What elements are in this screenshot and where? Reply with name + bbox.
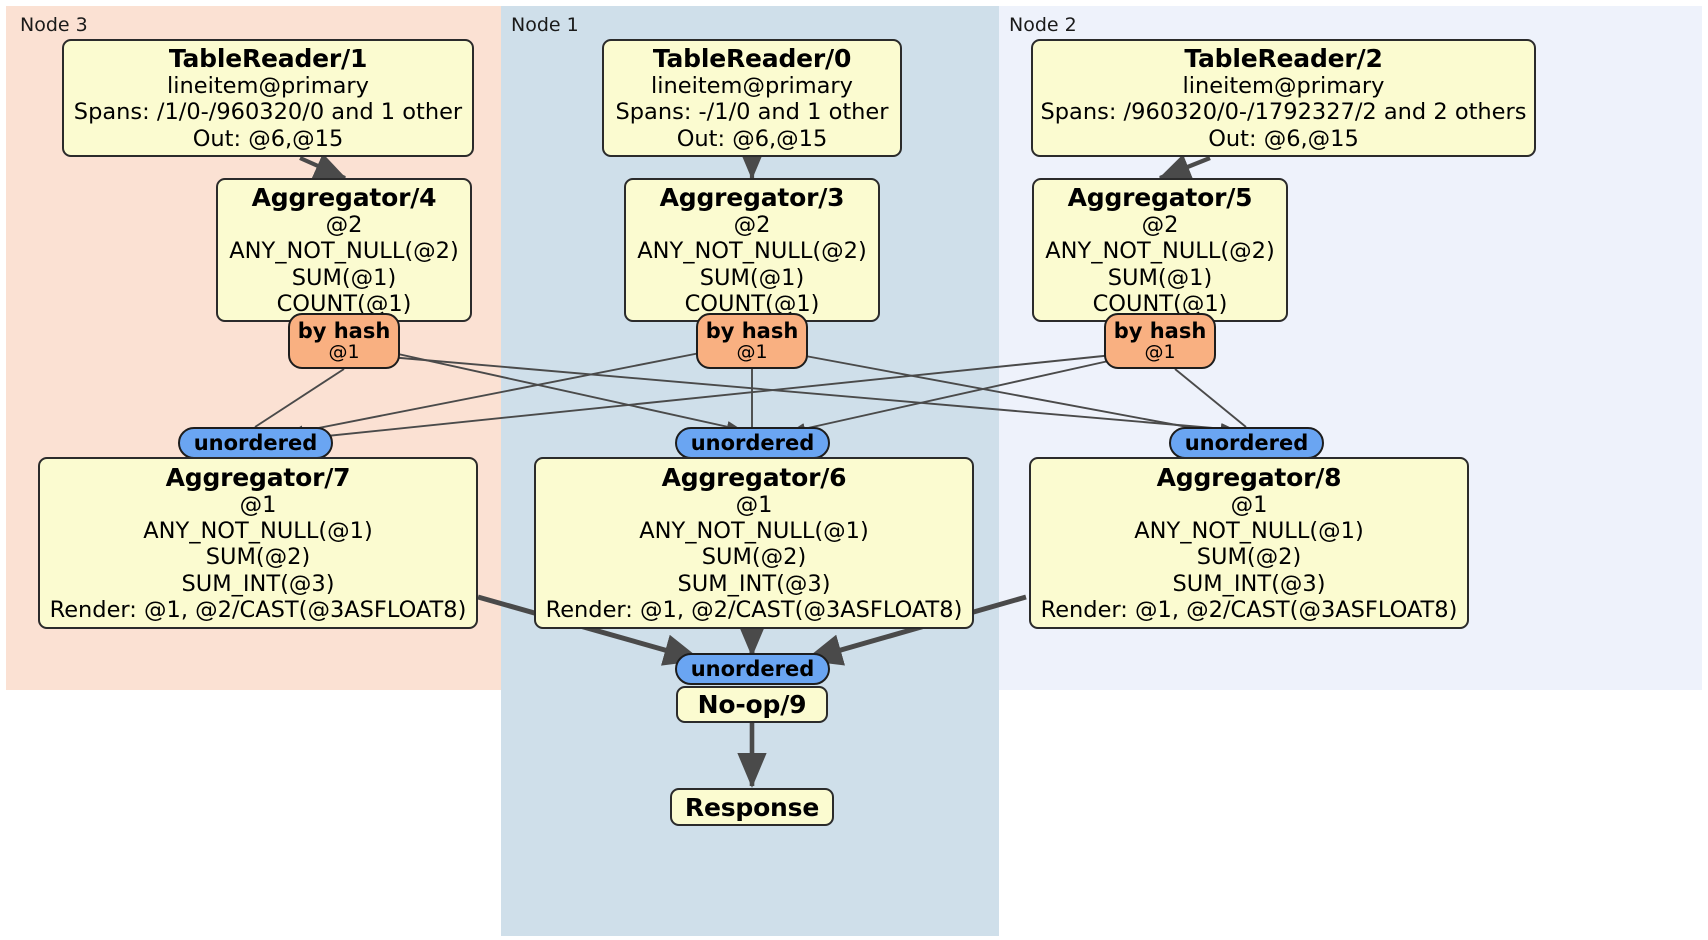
processor-title: Aggregator/3 — [659, 183, 845, 213]
processor-title: Aggregator/5 — [1067, 183, 1253, 213]
processor-line: lineitem@primary — [651, 73, 853, 100]
processor-line: SUM_INT(@3) — [677, 570, 831, 597]
processor-line: SUM_INT(@3) — [181, 570, 335, 597]
router-kind-label: unordered — [690, 656, 815, 681]
processor-title: Aggregator/8 — [1156, 462, 1342, 492]
router-kind-label: by hash — [705, 318, 799, 343]
processor-line: Spans: /960320/0-/1792327/2 and 2 others — [1040, 99, 1527, 126]
processor-aggregator-5[interactable]: Aggregator/5 @2 ANY_NOT_NULL(@2) SUM(@1)… — [1032, 178, 1288, 322]
processor-line: Spans: /1/0-/960320/0 and 1 other — [73, 99, 463, 126]
processor-line: ANY_NOT_NULL(@1) — [1134, 518, 1364, 545]
processor-aggregator-4[interactable]: Aggregator/4 @2 ANY_NOT_NULL(@2) SUM(@1)… — [216, 178, 472, 322]
processor-title: TableReader/2 — [1184, 44, 1383, 74]
router-by-hash-left[interactable]: by hash @1 — [288, 313, 400, 369]
node-label-node2: Node 2 — [1009, 14, 1077, 36]
processor-line: SUM(@2) — [1196, 544, 1302, 571]
router-columns-label: @1 — [328, 340, 360, 363]
router-columns-label: @1 — [1144, 340, 1176, 363]
router-columns-label: @1 — [736, 340, 768, 363]
processor-no-op-9[interactable]: No-op/9 — [676, 686, 828, 723]
router-by-hash-mid[interactable]: by hash @1 — [696, 313, 808, 369]
processor-line: lineitem@primary — [167, 73, 369, 100]
processor-line: Out: @6,@15 — [192, 125, 344, 152]
processor-line: SUM_INT(@3) — [1172, 570, 1326, 597]
processor-response[interactable]: Response — [670, 788, 834, 826]
router-kind-label: unordered — [690, 430, 815, 455]
processor-line: SUM(@2) — [205, 544, 311, 571]
router-unordered-left[interactable]: unordered — [178, 427, 333, 459]
processor-title: Response — [684, 792, 820, 822]
processor-line: Render: @1, @2/CAST(@3ASFLOAT8) — [49, 596, 467, 623]
router-unordered-right[interactable]: unordered — [1169, 427, 1324, 459]
processor-line: @2 — [1141, 212, 1179, 239]
processor-line: @1 — [239, 491, 277, 518]
processor-aggregator-3[interactable]: Aggregator/3 @2 ANY_NOT_NULL(@2) SUM(@1)… — [624, 178, 880, 322]
router-kind-label: unordered — [193, 430, 318, 455]
node-label-node1: Node 1 — [511, 14, 579, 36]
node-label-node3: Node 3 — [20, 14, 88, 36]
processor-aggregator-7[interactable]: Aggregator/7 @1 ANY_NOT_NULL(@1) SUM(@2)… — [38, 457, 478, 629]
router-unordered-final[interactable]: unordered — [675, 653, 830, 685]
processor-line: SUM(@1) — [699, 264, 805, 291]
processor-line: @1 — [735, 491, 773, 518]
processor-title: TableReader/1 — [168, 44, 368, 74]
router-kind-label: by hash — [297, 318, 391, 343]
processor-line: ANY_NOT_NULL(@1) — [143, 518, 373, 545]
processor-line: Spans: -/1/0 and 1 other — [615, 99, 889, 126]
router-kind-label: by hash — [1113, 318, 1207, 343]
processor-aggregator-6[interactable]: Aggregator/6 @1 ANY_NOT_NULL(@1) SUM(@2)… — [534, 457, 974, 629]
processor-line: SUM(@1) — [1107, 264, 1213, 291]
processor-line: Render: @1, @2/CAST(@3ASFLOAT8) — [545, 596, 963, 623]
processor-aggregator-8[interactable]: Aggregator/8 @1 ANY_NOT_NULL(@1) SUM(@2)… — [1029, 457, 1469, 629]
processor-line: Render: @1, @2/CAST(@3ASFLOAT8) — [1040, 596, 1458, 623]
processor-line: COUNT(@1) — [1092, 290, 1228, 317]
processor-line: ANY_NOT_NULL(@1) — [639, 518, 869, 545]
processor-table-reader-1[interactable]: TableReader/1 lineitem@primary Spans: /1… — [62, 39, 474, 157]
processor-title: Aggregator/4 — [251, 183, 437, 213]
processor-line: COUNT(@1) — [684, 290, 820, 317]
processor-line: ANY_NOT_NULL(@2) — [637, 238, 867, 265]
processor-table-reader-0[interactable]: TableReader/0 lineitem@primary Spans: -/… — [602, 39, 902, 157]
processor-title: Aggregator/7 — [165, 462, 351, 492]
processor-line: ANY_NOT_NULL(@2) — [1045, 238, 1275, 265]
processor-line: @2 — [733, 212, 771, 239]
processor-line: @2 — [325, 212, 363, 239]
router-unordered-mid[interactable]: unordered — [675, 427, 830, 459]
processor-line: SUM(@1) — [291, 264, 397, 291]
processor-line: Out: @6,@15 — [1208, 125, 1359, 152]
processor-line: Out: @6,@15 — [676, 125, 828, 152]
router-by-hash-right[interactable]: by hash @1 — [1104, 313, 1216, 369]
router-kind-label: unordered — [1184, 430, 1309, 455]
processor-line: COUNT(@1) — [276, 290, 412, 317]
processor-table-reader-2[interactable]: TableReader/2 lineitem@primary Spans: /9… — [1031, 39, 1536, 157]
processor-line: ANY_NOT_NULL(@2) — [229, 238, 459, 265]
processor-line: @1 — [1230, 491, 1268, 518]
processor-title: Aggregator/6 — [661, 462, 847, 492]
processor-line: lineitem@primary — [1182, 73, 1385, 100]
processor-title: TableReader/0 — [652, 44, 852, 74]
processor-line: SUM(@2) — [701, 544, 807, 571]
processor-title: No-op/9 — [697, 690, 807, 719]
